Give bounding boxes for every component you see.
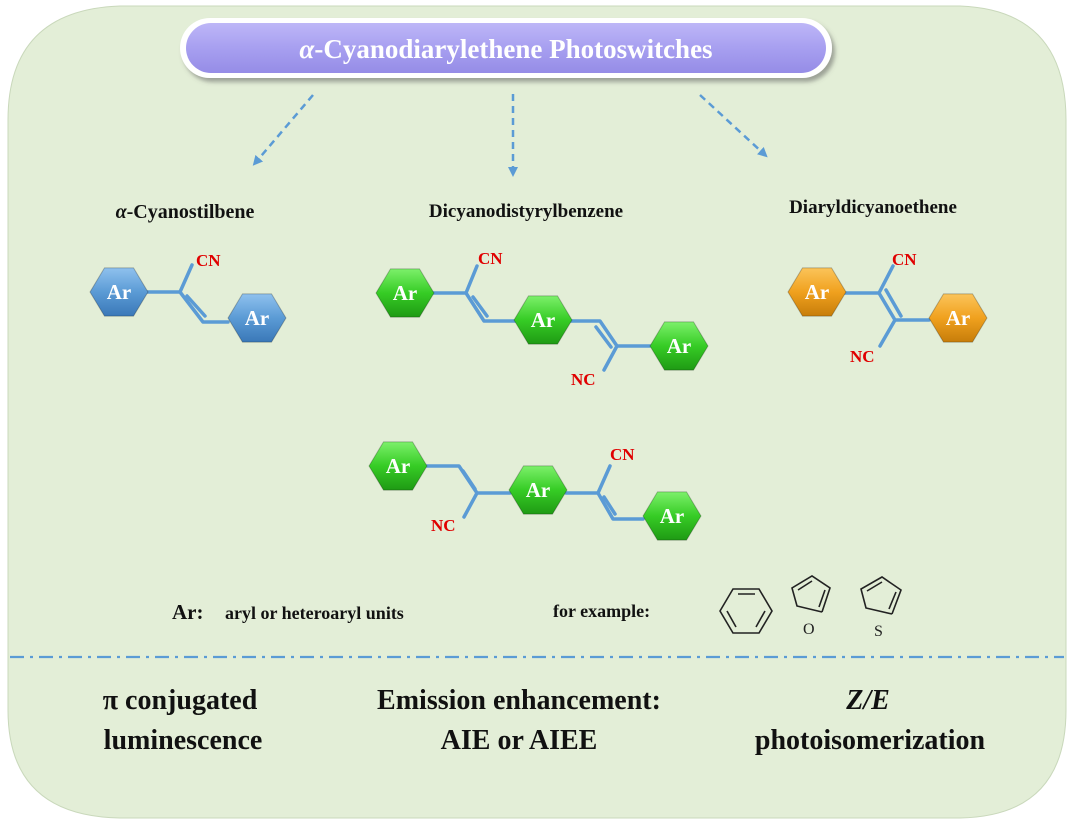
bond	[569, 319, 652, 348]
aryl-hexagon-shape	[787, 267, 847, 317]
aryl-label: Ar	[386, 454, 411, 478]
aryl-hexagon: Ar	[513, 295, 573, 345]
bond	[564, 491, 645, 521]
bond	[185, 294, 207, 318]
class-heading-diaryldicyanoethene: Diaryldicyanoethene	[789, 197, 957, 218]
cyano-label: NC	[431, 516, 456, 535]
aryl-hexagon: Ar	[368, 441, 428, 491]
aryl-label: Ar	[531, 308, 556, 332]
aryl-hexagon: Ar	[375, 268, 435, 318]
bond	[884, 288, 903, 318]
cyano-label: CN	[196, 251, 221, 270]
aryl-label: Ar	[660, 504, 685, 528]
feature-middle-line1: Emission enhancement:	[377, 685, 661, 716]
bond	[878, 318, 897, 348]
aryl-label: Ar	[245, 306, 270, 330]
background-panel	[7, 5, 1067, 819]
aryl-label: Ar	[946, 306, 971, 330]
bond	[877, 264, 895, 295]
aryl-hexagon-shape	[227, 293, 287, 343]
aryl-hexagon-shape	[89, 267, 149, 317]
bond	[471, 295, 489, 318]
aryl-hexagon: Ar	[928, 293, 988, 343]
bond	[602, 344, 619, 372]
aryl-label: Ar	[805, 280, 830, 304]
cyano-label: NC	[571, 370, 596, 389]
furan-oxygen-atom: O	[803, 621, 815, 638]
bond	[145, 290, 230, 324]
furan-structure	[791, 575, 831, 613]
cyano-label: CN	[478, 249, 503, 268]
aryl-hexagon-shape	[649, 321, 709, 371]
feature-left-line2: luminescence	[104, 725, 263, 756]
aryl-hexagon-shape	[928, 293, 988, 343]
benzene-structure	[719, 588, 773, 634]
bond	[594, 325, 613, 349]
bond	[464, 264, 479, 295]
feature-left-line1: π conjugated	[103, 685, 258, 716]
cyano-label: NC	[850, 347, 875, 366]
aryl-label: Ar	[107, 280, 132, 304]
example-label: for example:	[553, 601, 650, 621]
aryl-label: Ar	[667, 334, 692, 358]
aryl-hexagon-shape	[508, 465, 568, 515]
bond	[178, 263, 194, 294]
aryl-hexagon: Ar	[787, 267, 847, 317]
bond	[842, 291, 931, 322]
class-heading-cyanostilbene: α-Cyanostilbene	[116, 201, 255, 223]
aryl-hexagon: Ar	[89, 267, 149, 317]
aryl-label: Ar	[393, 281, 418, 305]
bond	[462, 491, 479, 519]
ar-definition-text: aryl or heteroaryl units	[225, 603, 404, 623]
arrow-left	[252, 94, 314, 166]
aryl-hexagon: Ar	[227, 293, 287, 343]
bond	[461, 469, 477, 491]
aryl-label: Ar	[526, 478, 551, 502]
feature-right-line1: Z/E	[845, 685, 890, 716]
aryl-hexagon-shape	[642, 491, 702, 541]
bond-layer	[145, 263, 931, 521]
aryl-hexagon: Ar	[508, 465, 568, 515]
arrow-right	[699, 94, 768, 158]
class-heading-dicyanodistyrylbenzene: Dicyanodistyrylbenzene	[429, 201, 623, 222]
cyano-label: CN	[892, 250, 917, 269]
bond	[596, 464, 612, 495]
feature-middle-line2: AIE or AIEE	[441, 725, 598, 756]
bond	[431, 291, 517, 323]
thiophene-sulfur-atom: S	[874, 623, 883, 640]
aryl-hexagon: Ar	[649, 321, 709, 371]
title-box	[180, 18, 832, 78]
aryl-hexagon-shape	[513, 295, 573, 345]
feature-right-line2: photoisomerization	[755, 725, 986, 756]
bond	[602, 495, 617, 516]
ar-definition-label: Ar:	[172, 600, 203, 624]
aryl-hexagon-shape	[368, 441, 428, 491]
aryl-hexagon-shape	[375, 268, 435, 318]
page-title: α-Cyanodiarylethene Photoswitches	[299, 34, 712, 64]
thiophene-structure	[860, 576, 902, 615]
aryl-hexagon: Ar	[642, 491, 702, 541]
cyano-label: CN	[610, 445, 635, 464]
